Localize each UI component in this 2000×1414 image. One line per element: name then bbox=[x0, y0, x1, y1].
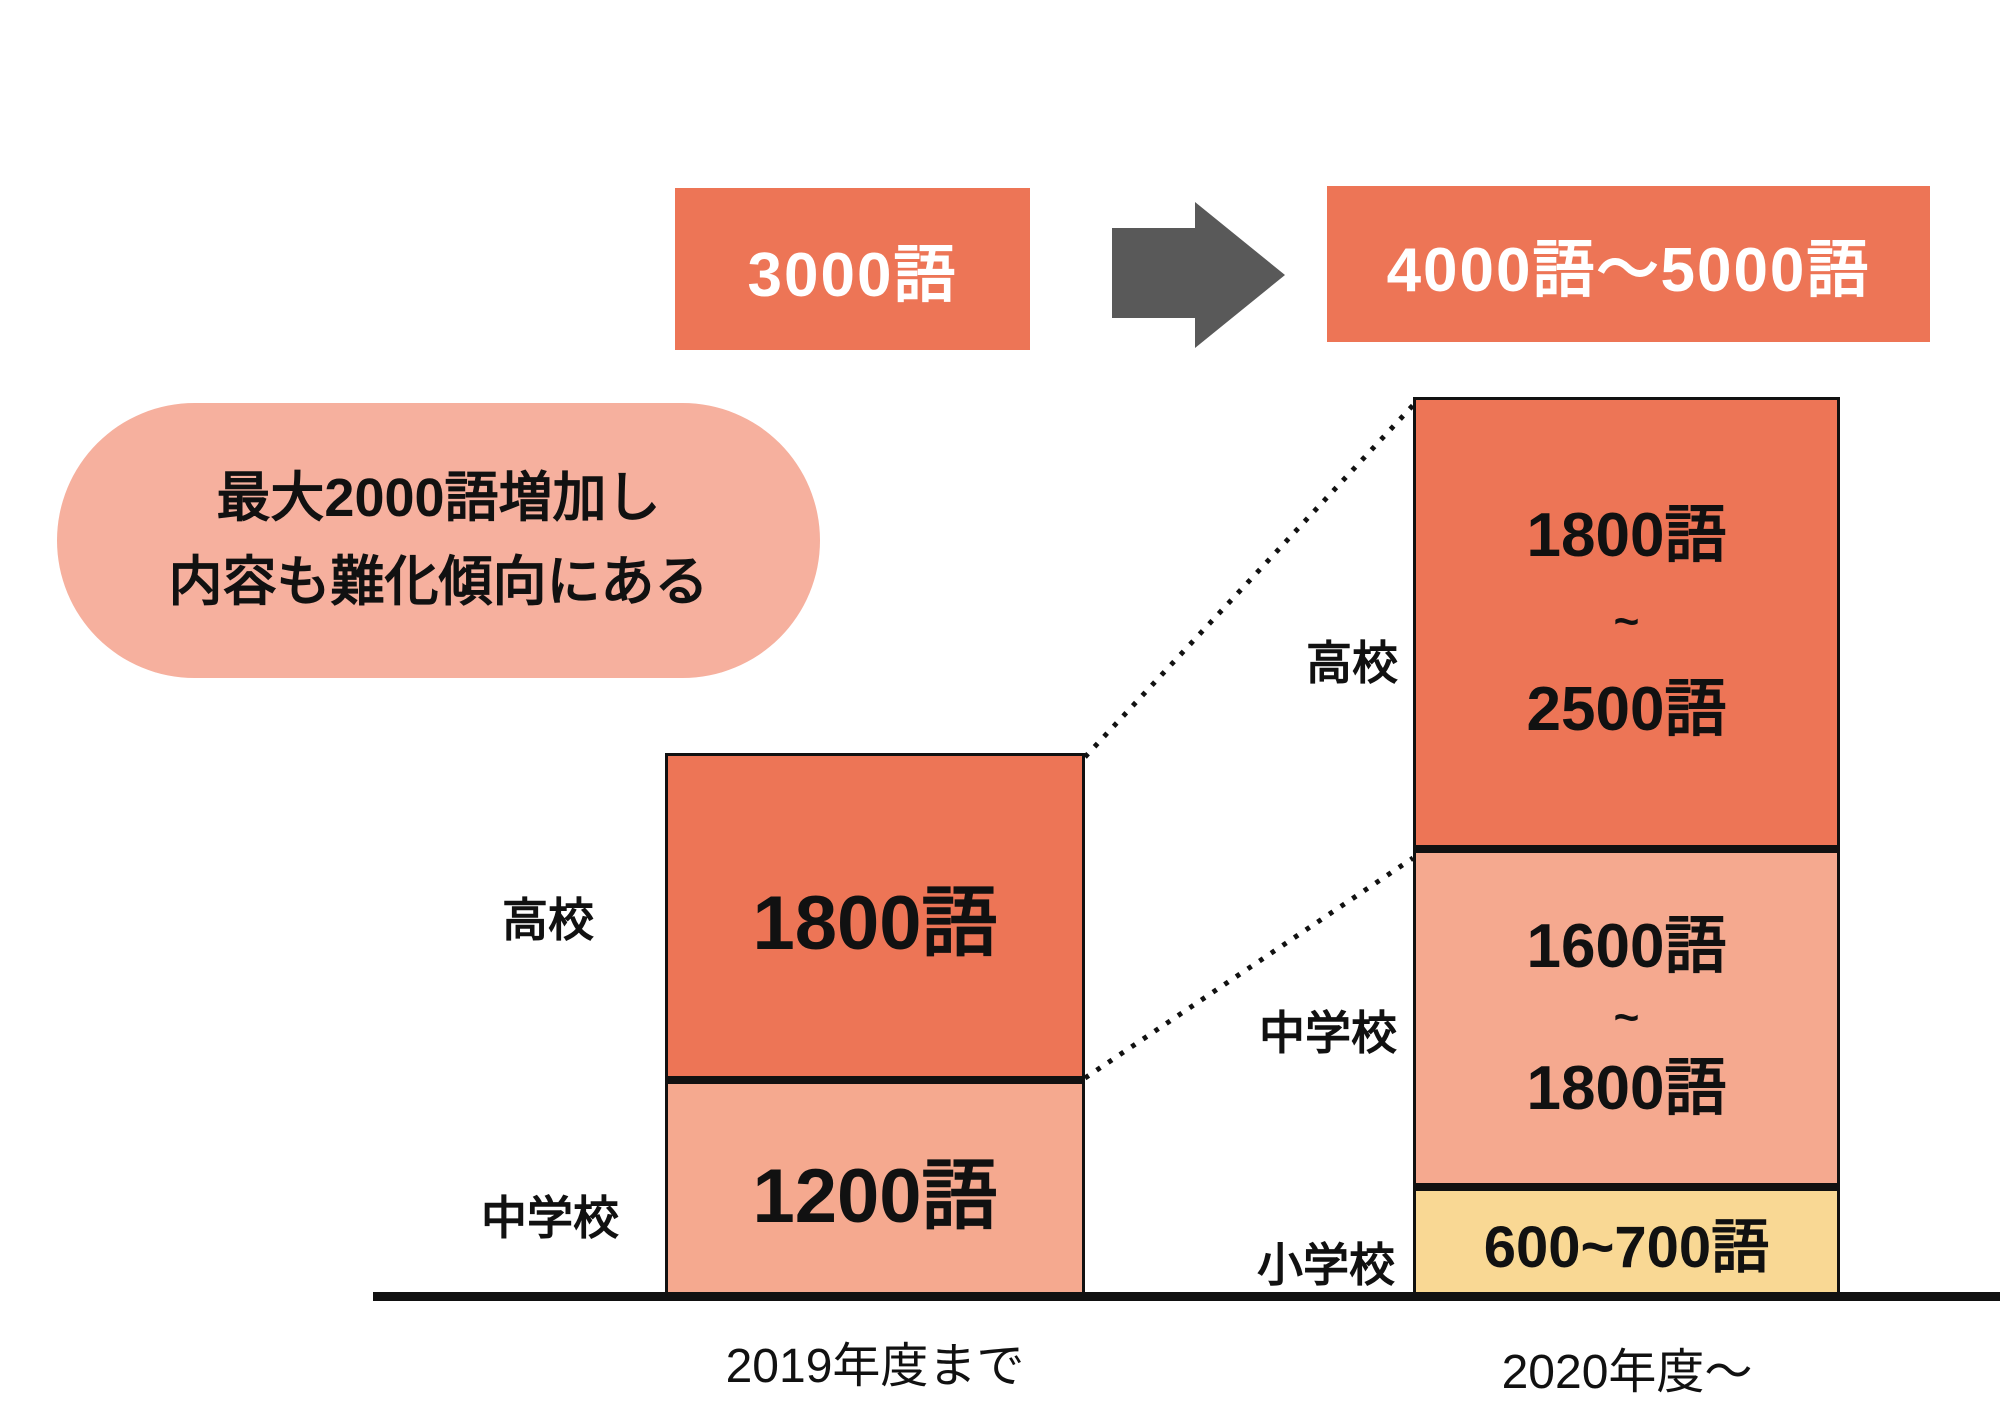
bar-2020-elementary-segment: 600~700語 bbox=[1416, 1191, 1837, 1293]
bar-2019-highschool-segment: 1800語 bbox=[668, 756, 1082, 1076]
bar-2020-highschool-max: 2500語 bbox=[1526, 674, 1727, 744]
bar-2020-elementary-value: 600~700語 bbox=[1483, 1215, 1770, 1280]
bar-2020-juniorhigh-segment: 1600語 ~ 1800語 bbox=[1416, 853, 1837, 1183]
arrow-right-icon bbox=[1112, 202, 1285, 348]
label-2020-highschool: 高校 bbox=[1306, 637, 1398, 689]
bar-2020-juniorhigh-min: 1600語 bbox=[1526, 912, 1727, 982]
callout-line-2: 内容も難化傾向にある bbox=[168, 551, 709, 612]
baseline-axis bbox=[373, 1292, 2000, 1301]
total-before-box: 3000語 bbox=[675, 188, 1030, 350]
segment-divider bbox=[1416, 1183, 1837, 1191]
bar-2019-highschool-value: 1800語 bbox=[752, 881, 998, 966]
label-2020-juniorhigh: 中学校 bbox=[1259, 1007, 1397, 1059]
label-2019-juniorhigh: 中学校 bbox=[481, 1192, 619, 1244]
callout-line-1: 最大2000語増加し bbox=[216, 467, 661, 528]
bar-2019-juniorhigh-segment: 1200語 bbox=[668, 1084, 1082, 1293]
total-after-label: 4000語〜5000語 bbox=[1386, 236, 1871, 305]
total-before-label: 3000語 bbox=[747, 241, 958, 310]
label-2020-elementary: 小学校 bbox=[1257, 1239, 1395, 1291]
bar-2020-juniorhigh-max: 1800語 bbox=[1526, 1054, 1727, 1124]
bar-2020-highschool-tilde: ~ bbox=[1613, 597, 1640, 647]
callout-bubble: 最大2000語増加し 内容も難化傾向にある bbox=[57, 403, 820, 678]
connector-line-top bbox=[1083, 399, 1419, 759]
bar-2020-juniorhigh-tilde: ~ bbox=[1613, 992, 1640, 1042]
label-2019-highschool: 高校 bbox=[502, 894, 594, 946]
bar-2019: 1800語 1200語 bbox=[665, 753, 1085, 1296]
segment-divider bbox=[1416, 845, 1837, 853]
total-after-box: 4000語〜5000語 bbox=[1327, 186, 1930, 342]
axis-label-2019: 2019年度まで bbox=[725, 1340, 1025, 1393]
bar-2020: 1800語 ~ 2500語 1600語 ~ 1800語 600~700語 bbox=[1413, 397, 1840, 1296]
bar-2019-juniorhigh-value: 1200語 bbox=[752, 1153, 998, 1239]
segment-divider bbox=[668, 1076, 1082, 1084]
bar-2020-highschool-min: 1800語 bbox=[1526, 500, 1727, 570]
bar-2020-highschool-segment: 1800語 ~ 2500語 bbox=[1416, 400, 1837, 845]
axis-label-2020: 2020年度〜 bbox=[1501, 1346, 1753, 1399]
